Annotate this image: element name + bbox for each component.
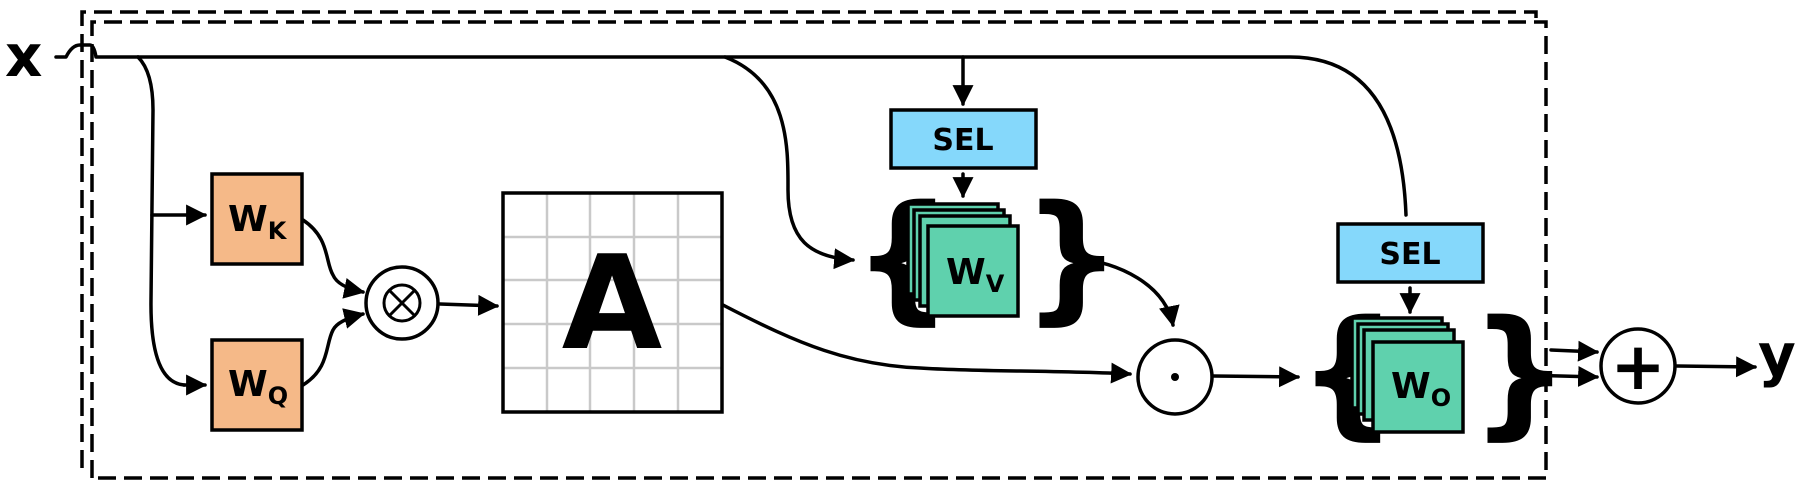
attention-label: A: [562, 227, 663, 379]
wire-to-wv: [723, 55, 856, 270]
wq-sub: Q: [268, 382, 288, 410]
matmul-operator: [364, 265, 440, 341]
sel-o-box: SEL: [1336, 222, 1485, 284]
wo-sub: O: [1431, 384, 1451, 412]
wv-main: W: [946, 252, 986, 293]
wk-box: WK: [210, 172, 304, 266]
dot-operator: [1136, 338, 1214, 416]
svg-text:WK: WK: [228, 199, 288, 245]
wire-branch-left: [136, 55, 186, 387]
wq-main: W: [228, 364, 268, 405]
sel-o-label: SEL: [1379, 237, 1440, 272]
input-wire: [54, 43, 1408, 217]
block-outline: [80, 10, 1548, 480]
wo-stack: { WO }: [1298, 291, 1570, 454]
svg-text:WO: WO: [1391, 366, 1451, 412]
arrow-dot-to-wo: [1211, 366, 1301, 388]
wire-a-to-dot: [721, 303, 1133, 384]
wire-wo-to-add: [1522, 365, 1600, 387]
wire-residual-to-add: [1549, 340, 1600, 362]
wk-sub: K: [268, 217, 288, 245]
wire-wv-to-dot: [1071, 256, 1180, 328]
svg-text:WV: WV: [946, 252, 1005, 298]
sel-v-label: SEL: [932, 123, 993, 158]
wo-main: W: [1391, 366, 1431, 407]
attention-matrix: A: [501, 191, 724, 414]
svg-text:}: }: [1470, 291, 1570, 454]
sel-v-box: SEL: [889, 108, 1038, 170]
wv-stack: { WV }: [853, 176, 1122, 339]
wire-wk-to-matmul: [301, 218, 366, 299]
wk-main: W: [228, 199, 268, 240]
svg-text:WQ: WQ: [228, 364, 288, 410]
wv-sub: V: [986, 270, 1005, 298]
add-symbol: +: [1610, 328, 1665, 405]
wire-wq-to-matmul: [301, 308, 366, 387]
arrow-add-to-y: [1675, 356, 1758, 378]
add-operator: +: [1599, 327, 1677, 405]
input-label: x: [5, 22, 42, 90]
attention-grid: [503, 193, 722, 412]
arrow-matmul-to-a: [438, 294, 500, 316]
wq-box: WQ: [210, 338, 304, 432]
output-label: y: [1758, 321, 1796, 389]
